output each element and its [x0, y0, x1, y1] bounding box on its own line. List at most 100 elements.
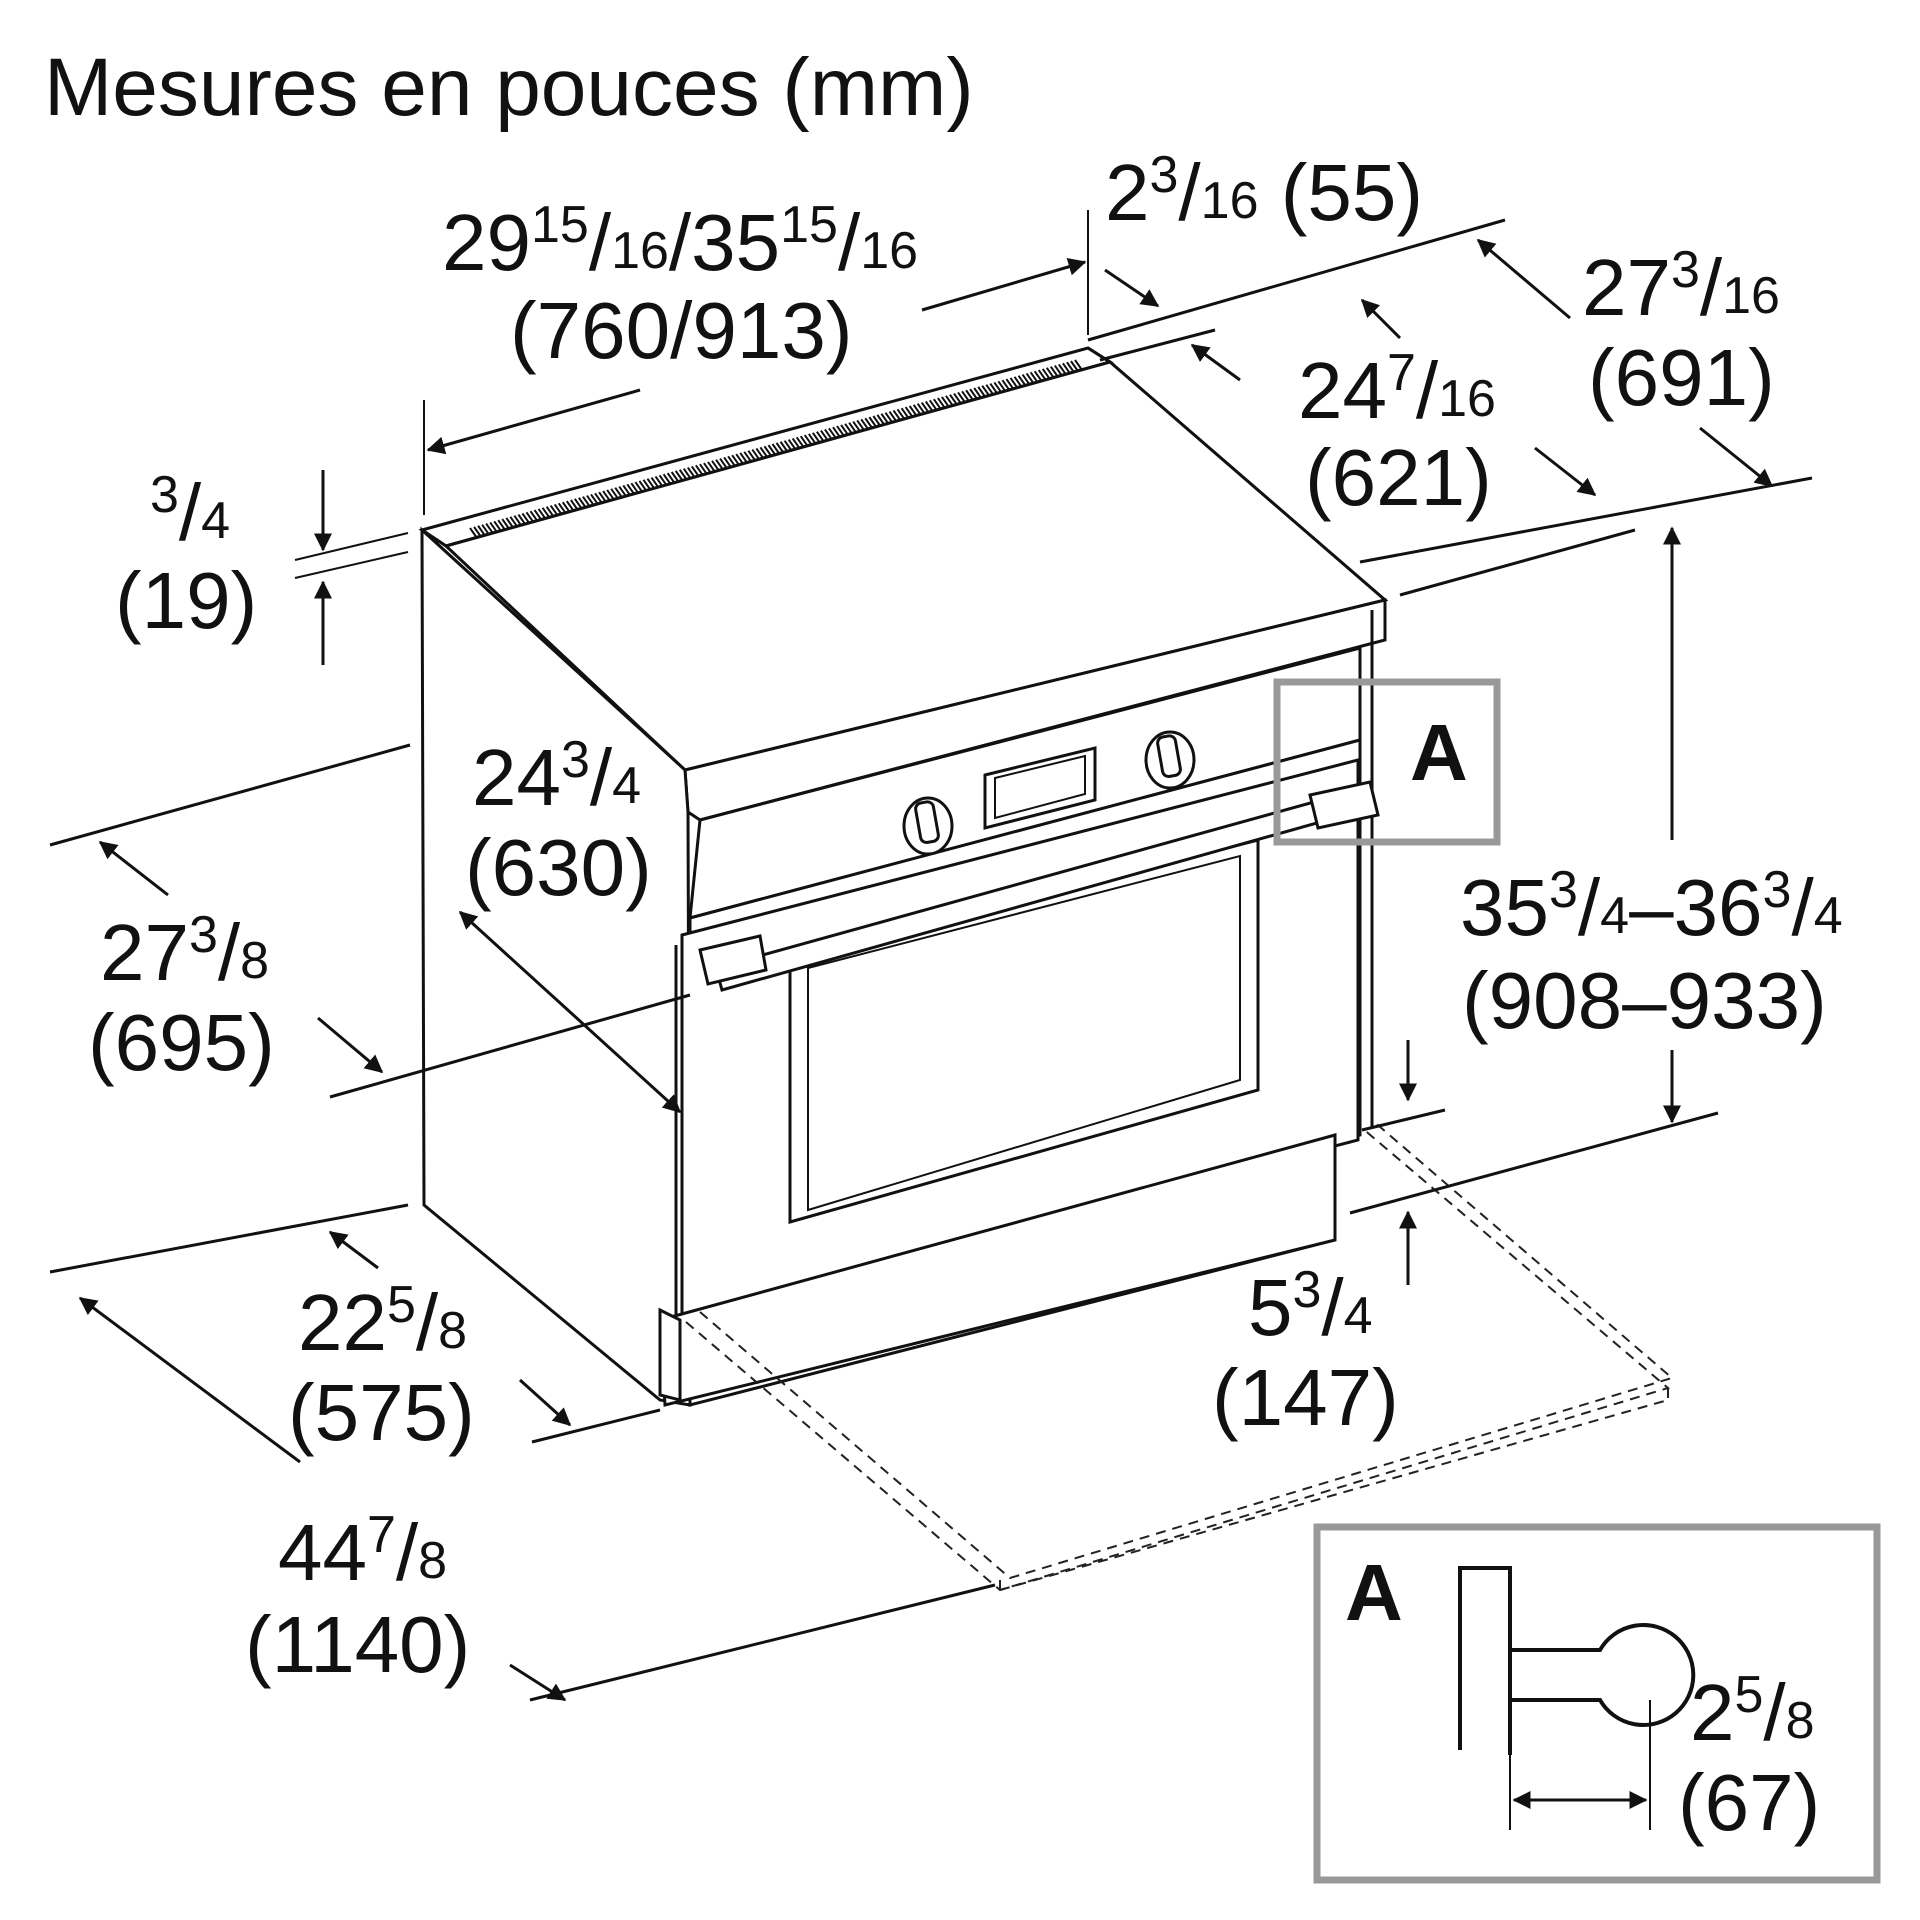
vent-slot [1054, 365, 1063, 377]
vent-slot [1025, 372, 1035, 385]
svg-text:23/16 (55): 23/16 (55) [1105, 146, 1423, 237]
vent-slot [1029, 371, 1039, 383]
vent-slot [977, 386, 987, 398]
detail-a-inset: A 25/8 (67) [1313, 1523, 1881, 1884]
vent-slot [1017, 375, 1027, 387]
svg-text:243/4: 243/4 [472, 731, 641, 822]
vent-slot [989, 382, 999, 395]
vent-slot [1037, 369, 1047, 381]
vent-slot [840, 424, 849, 436]
vent-slot [912, 404, 922, 416]
svg-text:25/8: 25/8 [1690, 1666, 1815, 1757]
vent-slot [1021, 373, 1031, 386]
vent-slot [993, 381, 1003, 393]
vent-slot [949, 394, 958, 406]
svg-text:247/16: 247/16 [1298, 344, 1496, 435]
svg-text:447/8: 447/8 [278, 1506, 447, 1597]
svg-text:(19): (19) [115, 556, 257, 645]
vent-slot [1041, 368, 1051, 380]
svg-text:(760/913): (760/913) [510, 286, 852, 375]
svg-text:(147): (147) [1212, 1353, 1399, 1442]
vent-slot [1062, 362, 1071, 374]
control-display [983, 746, 1097, 830]
page-title: Mesures en pouces (mm) [44, 42, 974, 133]
svg-text:353/4–363/4: 353/4–363/4 [1460, 861, 1843, 952]
vent-slot [820, 429, 829, 442]
vent-slot [795, 436, 805, 448]
vent-slot [803, 434, 813, 446]
vent-slot [763, 445, 773, 457]
dim-side-depth: 273/8 (695) [88, 906, 275, 1087]
vent-slot [937, 397, 946, 409]
detail-a-frame [1313, 1523, 1881, 1884]
vent-slot [1074, 359, 1083, 371]
range-illustration [418, 346, 1389, 1407]
vent-slot [880, 413, 890, 425]
dim-base-depth: 225/8 (575) [288, 1276, 475, 1457]
vent-slot [824, 428, 833, 441]
vent-slot [888, 410, 898, 423]
door-handle [698, 780, 1380, 992]
detail-a-label: A [1345, 1548, 1403, 1637]
dimension-lines [49, 210, 1813, 1702]
svg-text:(691): (691) [1588, 333, 1775, 422]
vent-slot [751, 449, 761, 461]
svg-text:273/16: 273/16 [1582, 241, 1780, 332]
dim-overall-width: 2915/16/3515/16 (760/913) [442, 196, 918, 375]
vent-slot [812, 432, 821, 444]
control-knob-right [1144, 730, 1196, 790]
vent-slot [896, 408, 906, 420]
vent-slot [965, 389, 974, 401]
vent-slot [1070, 360, 1079, 372]
vent-slot [904, 406, 914, 418]
vent-slot [856, 419, 866, 432]
vent-slot [876, 414, 886, 426]
vent-slot [884, 412, 894, 424]
vent-slot [828, 427, 837, 439]
svg-text:(575): (575) [288, 1368, 475, 1457]
vent-slot [908, 405, 918, 417]
vent-slot [1045, 367, 1055, 379]
vent-slot [755, 447, 765, 460]
vent-slot [767, 444, 777, 456]
vent-slot [799, 435, 809, 447]
door-open-outline [685, 1119, 1675, 1592]
svg-text:(1140): (1140) [245, 1600, 470, 1689]
vent-slot [941, 396, 950, 408]
vent-slot [816, 431, 825, 443]
dim-overall-height: 353/4–363/4 (908–933) [1460, 861, 1843, 1045]
vent-slot [743, 451, 753, 463]
vent-slot [779, 441, 789, 453]
vent-slot [933, 398, 942, 410]
vent-slot [1049, 366, 1059, 378]
svg-text:(67): (67) [1678, 1758, 1820, 1847]
vent-slot [1033, 370, 1043, 382]
vent-slot [791, 437, 801, 449]
dim-door-open-depth: 447/8 (1140) [245, 1506, 470, 1689]
detail-a-callout-box [1273, 678, 1501, 846]
detail-a-callout-label: A [1410, 708, 1468, 797]
svg-text:(621): (621) [1305, 433, 1492, 522]
svg-text:273/8: 273/8 [100, 906, 269, 997]
vent-slot [860, 418, 870, 430]
vent-slot [1001, 379, 1011, 391]
vent-slot [868, 416, 878, 428]
vent-slot [1009, 377, 1019, 389]
vent-slot [916, 403, 926, 415]
vent-slot [1066, 361, 1075, 373]
dim-top-depth: 273/16 (691) [1582, 241, 1780, 422]
vent-slot [928, 399, 938, 411]
vent-slot [771, 443, 781, 455]
dim-cooktop-depth: 247/16 (621) [1298, 344, 1496, 522]
vent-slot [900, 407, 910, 419]
vent-slot [945, 395, 954, 407]
svg-text:53/4: 53/4 [1248, 1261, 1373, 1352]
dim-backguard-depth: 23/16 (55) [1105, 146, 1423, 237]
vent-slot [981, 385, 991, 397]
svg-text:3/4: 3/4 [150, 466, 230, 557]
vent-slot [807, 433, 817, 445]
vent-slot [787, 438, 797, 451]
vent-slot [832, 426, 841, 438]
vent-slot [864, 417, 874, 429]
